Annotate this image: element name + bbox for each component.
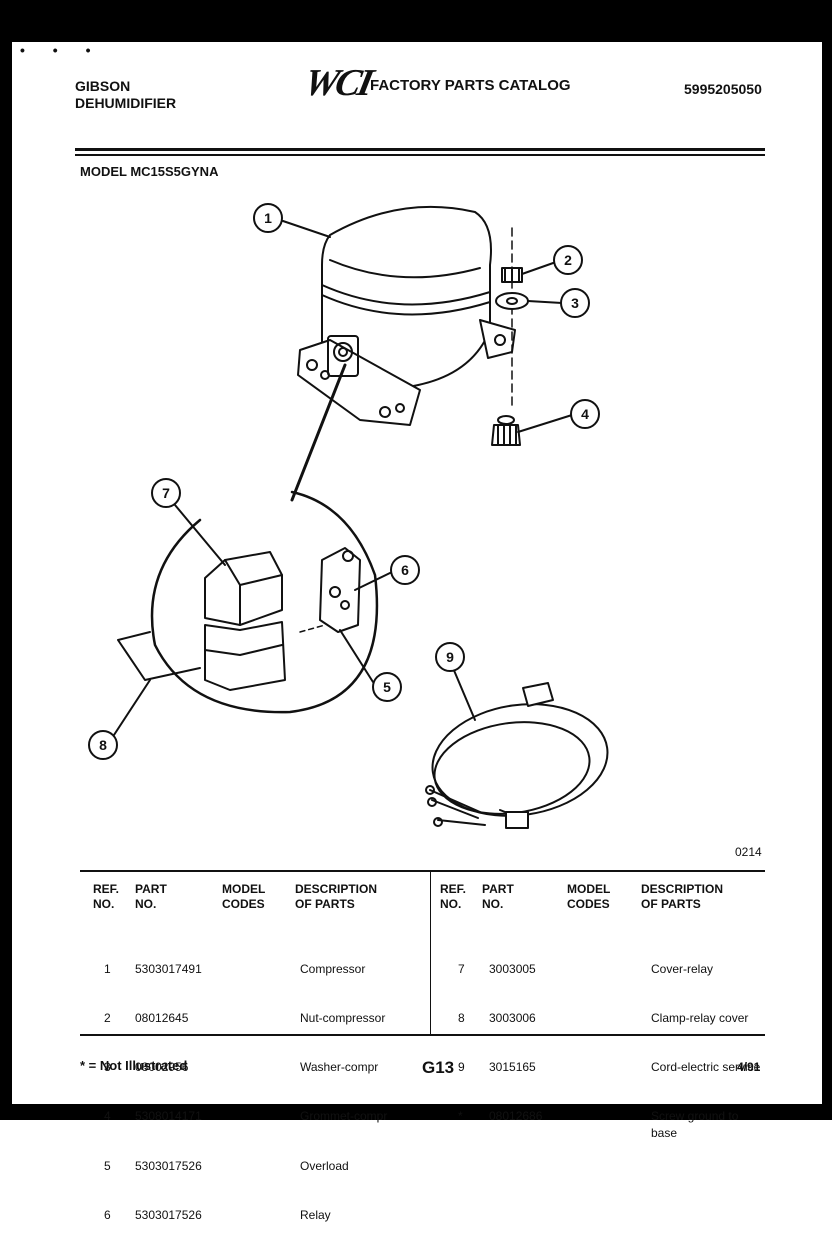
part-number: 08012686: [489, 1109, 543, 1124]
part-description: Cover-relay: [651, 961, 714, 976]
part-description: Grommet-compr: [300, 1109, 388, 1124]
part-description: Clamp-relay cover: [651, 1011, 749, 1026]
table-row: 6: [104, 1207, 111, 1222]
part-description: Cord-electric service: [651, 1060, 761, 1075]
part-number: 5303017526: [135, 1158, 202, 1173]
brand-name: GIBSON: [75, 78, 131, 94]
nut-drawing: [501, 267, 523, 283]
callout-2: 2: [553, 245, 583, 275]
part-description: Screw ground to base: [651, 1109, 739, 1140]
right-part-column: 3003005 3003006 3015165 08012686: [489, 928, 542, 1141]
left-desc-column: Compressor Nut-compressor Washer-compr G…: [300, 928, 387, 1240]
part-description: Relay: [300, 1207, 331, 1222]
table-row: 3: [104, 1060, 111, 1075]
part-number: 3015165: [489, 1060, 536, 1075]
callout-7: 7: [151, 478, 181, 508]
callout-1: 1: [253, 203, 283, 233]
callout-5-label: 5: [383, 679, 391, 695]
part-number: 5303017491: [135, 961, 202, 976]
not-illustrated-note: * = Not Illustrated: [80, 1058, 188, 1073]
callout-2-label: 2: [564, 252, 572, 268]
compressor-drawing: [297, 205, 516, 426]
relay-drawing: [299, 547, 361, 633]
clamp-drawing: [117, 631, 201, 681]
service-cord-drawing: [425, 682, 609, 829]
table-row: 4: [104, 1109, 111, 1124]
callout-6-label: 6: [401, 562, 409, 578]
header-rule-thin: [75, 154, 765, 156]
callout-7-label: 7: [162, 485, 170, 501]
washer-drawing: [495, 292, 529, 310]
scan-border-right: [822, 0, 832, 1120]
header-ref: REF.NO.: [93, 882, 120, 911]
wci-logo: WCI: [300, 62, 375, 104]
right-ref-column: 7 8 9 *: [458, 928, 465, 1141]
left-ref-column: 1 2 3 4 5 6: [104, 928, 111, 1240]
part-number: 5303017526: [135, 1207, 202, 1222]
table-bottom-rule: [80, 1034, 765, 1036]
table-row: *: [458, 1109, 463, 1124]
callout-3: 3: [560, 288, 590, 318]
scan-border-bottom: [0, 1104, 832, 1120]
relay-cover-drawing: [204, 551, 286, 691]
left-part-column: 5303017491 08012645 08002956 5308014171 …: [135, 928, 202, 1240]
table-row: 7: [458, 961, 465, 976]
right-desc-column: Cover-relay Clamp-relay cover Cord-elect…: [651, 928, 760, 1158]
callout-8: 8: [88, 730, 118, 760]
table-row: 1: [104, 961, 111, 976]
scan-specks: • • •: [20, 42, 103, 58]
callout-4-label: 4: [581, 406, 589, 422]
header-ref-right: REF.NO.: [440, 882, 467, 911]
model-label: MODEL MC15S5GYNA: [80, 164, 219, 179]
part-description: Overload: [300, 1158, 349, 1173]
exploded-parts-diagram: 1 2 3 4 5 6 7 8 9: [88, 203, 609, 829]
part-number: 08002956: [135, 1060, 189, 1075]
scan-border-top: [0, 0, 832, 42]
catalog-title: FACTORY PARTS CATALOG: [370, 77, 571, 94]
part-description: Compressor: [300, 961, 366, 976]
part-number: 5308014171: [135, 1109, 202, 1124]
callout-8-label: 8: [99, 737, 107, 753]
scan-border-left: [0, 0, 12, 1120]
header-rule: [75, 148, 765, 151]
part-description: Nut-compressor: [300, 1011, 386, 1026]
callout-1-label: 1: [264, 210, 272, 226]
part-number: 3003005: [489, 961, 536, 976]
table-row: 5: [104, 1158, 111, 1173]
callout-9-label: 9: [446, 649, 454, 665]
part-number: 3003006: [489, 1011, 536, 1026]
part-description: Washer-compr: [300, 1060, 379, 1075]
table-top-rule: [80, 870, 765, 872]
figure-number: 0214: [735, 845, 762, 859]
grommet-drawing: [491, 415, 521, 446]
page-code: G13: [422, 1058, 455, 1077]
table-row: 9: [458, 1060, 465, 1075]
callout-3-label: 3: [571, 295, 579, 311]
callout-4: 4: [570, 399, 600, 429]
part-number: 08012645: [135, 1011, 189, 1026]
table-divider: [430, 872, 431, 1034]
product-name: DEHUMIDIFIER: [75, 95, 177, 111]
catalog-number: 5995205050: [684, 81, 762, 97]
table-row: 8: [458, 1011, 465, 1026]
callout-6: 6: [390, 555, 420, 585]
callout-5: 5: [372, 672, 402, 702]
table-row: 2: [104, 1011, 111, 1026]
revision-date: 4/91: [737, 1060, 761, 1074]
callout-9: 9: [435, 642, 465, 672]
